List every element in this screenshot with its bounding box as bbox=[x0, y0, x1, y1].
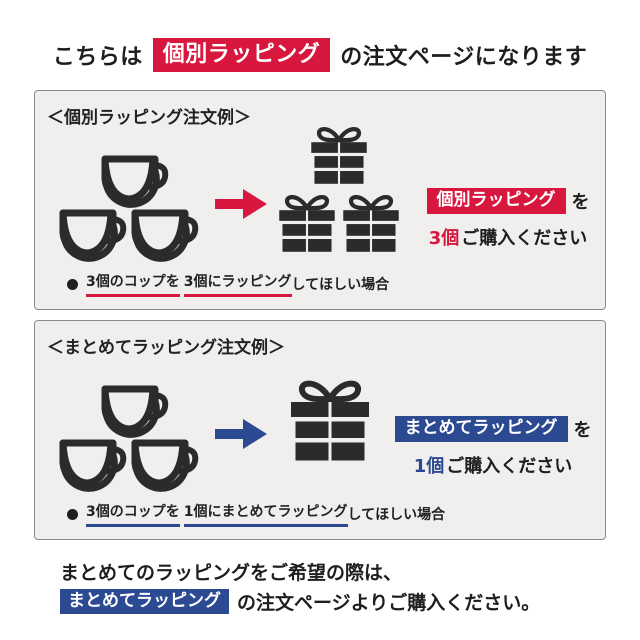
header-suffix: の注文ページになります bbox=[340, 45, 588, 70]
msg-rest: ご購入ください bbox=[446, 456, 573, 477]
msg-count: 1個 bbox=[413, 456, 445, 477]
note-part2: 1個にまとめてラッピング bbox=[183, 501, 348, 527]
cup-icon bbox=[135, 213, 195, 258]
panel-title: ＜個別ラッピング注文例＞ bbox=[47, 108, 251, 128]
footer-line1: まとめてのラッピングをご希望の際は、 bbox=[60, 562, 403, 584]
msg-particle: を bbox=[571, 192, 590, 213]
gift-box-icon bbox=[343, 197, 398, 252]
three-cups-illustration bbox=[57, 383, 217, 493]
header-tag-individual-wrapping: 個別ラッピング bbox=[152, 38, 331, 72]
cup-icon bbox=[135, 443, 195, 488]
footer-tag-combined-wrapping: まとめてラッピング bbox=[60, 588, 229, 615]
gift-box-icon bbox=[291, 384, 369, 461]
header-prefix: こちらは bbox=[52, 45, 143, 70]
right-arrow-icon bbox=[215, 189, 267, 219]
cup-icon bbox=[105, 389, 165, 434]
example-note: 3個のコップを 3個にラッピング してほしい場合 bbox=[67, 271, 389, 297]
msg-tag: 個別ラッピング bbox=[426, 188, 566, 214]
cup-icon bbox=[63, 443, 123, 488]
example-note: 3個のコップを 1個にまとめてラッピング してほしい場合 bbox=[67, 501, 445, 527]
order-instruction: 個別ラッピング を 3個 ご購入ください bbox=[423, 183, 593, 255]
msg-tag: まとめてラッピング bbox=[394, 416, 568, 442]
panel-title: ＜まとめてラッピング注文例＞ bbox=[47, 338, 285, 358]
msg-rest: ご購入ください bbox=[461, 228, 588, 249]
individual-wrapping-example-panel: ＜個別ラッピング注文例＞ 個別ラッピング を 3個 ご購入ください 3個のコップ… bbox=[34, 90, 606, 310]
footer-line2-rest: の注文ページよりご購入ください。 bbox=[237, 592, 541, 614]
note-part3: してほしい場合 bbox=[347, 507, 446, 523]
msg-count: 3個 bbox=[428, 228, 460, 249]
note-part2: 3個にラッピング bbox=[183, 271, 292, 297]
note-part1: 3個のコップを bbox=[86, 501, 180, 527]
gift-box-icon bbox=[279, 197, 334, 252]
single-gift-illustration bbox=[285, 375, 375, 471]
bullet-icon bbox=[67, 508, 78, 520]
bullet-icon bbox=[67, 278, 78, 290]
order-instruction: まとめてラッピング を 1個 ご購入ください bbox=[393, 411, 593, 483]
note-part3: してほしい場合 bbox=[291, 277, 390, 293]
cup-icon bbox=[105, 159, 165, 204]
cup-icon bbox=[63, 213, 123, 258]
gift-box-icon bbox=[311, 129, 366, 184]
three-cups-illustration bbox=[57, 153, 217, 263]
page-header: こちらは 個別ラッピング の注文ページになります bbox=[0, 38, 640, 72]
msg-particle: を bbox=[573, 420, 592, 441]
three-gifts-illustration bbox=[275, 123, 405, 263]
note-part1: 3個のコップを bbox=[86, 271, 180, 297]
footer-line2: まとめてラッピング の注文ページよりご購入ください。 bbox=[60, 588, 540, 615]
right-arrow-icon bbox=[215, 419, 267, 449]
combined-wrapping-example-panel: ＜まとめてラッピング注文例＞ まとめてラッピング を 1個 ご購入ください 3個… bbox=[34, 320, 606, 540]
